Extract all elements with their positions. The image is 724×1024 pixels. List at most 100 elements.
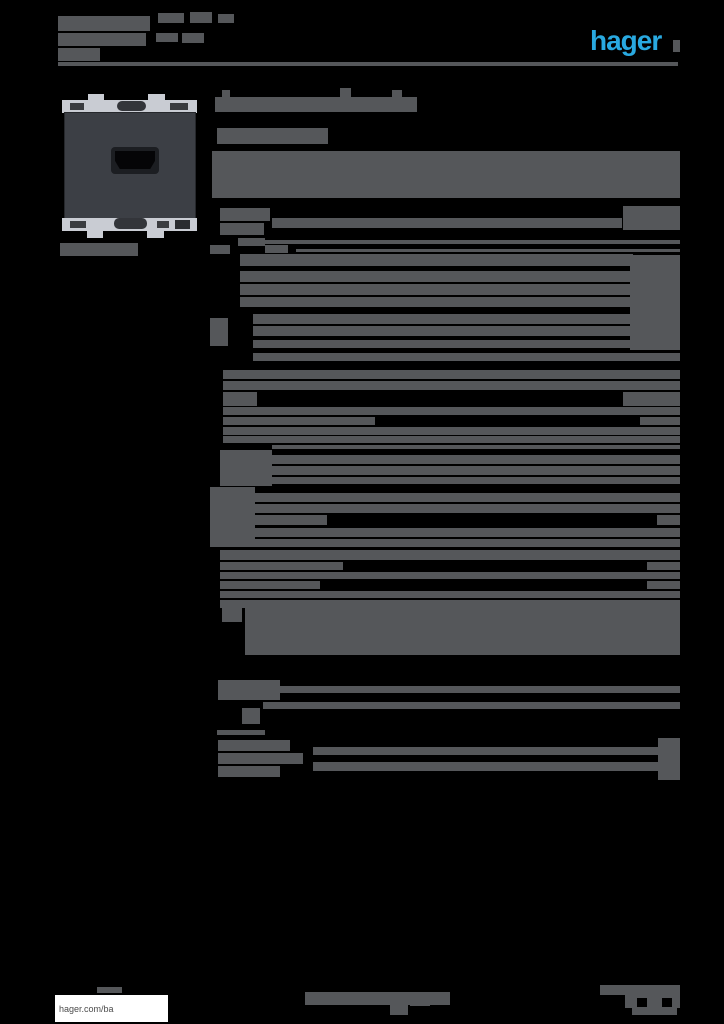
redacted-text-bar	[662, 998, 672, 1007]
redacted-text-bar	[272, 477, 680, 484]
redacted-text-bar	[190, 12, 212, 23]
redacted-text-bar	[255, 515, 327, 525]
redacted-text-bar	[255, 504, 680, 513]
redacted-text-bar	[623, 206, 680, 230]
redacted-text-bar	[222, 90, 230, 98]
redacted-text-bar	[255, 528, 680, 537]
redacted-text-bar	[223, 392, 257, 406]
screw-slot-icon	[114, 218, 147, 229]
redacted-text-bar	[58, 16, 150, 31]
redacted-text-bar	[158, 13, 184, 23]
redacted-text-bar	[240, 254, 633, 266]
redacted-text-bar	[210, 487, 255, 547]
redacted-text-bar	[220, 581, 320, 589]
redacted-text-bar	[218, 14, 234, 23]
redacted-text-bar	[60, 243, 138, 256]
redacted-text-bar	[600, 985, 625, 995]
redacted-text-bar	[215, 97, 417, 112]
redacted-text-bar	[272, 218, 622, 228]
redacted-text-bar	[647, 581, 680, 589]
redacted-text-bar	[218, 766, 280, 777]
redacted-text-bar	[265, 245, 288, 253]
mounting-tab-icon	[147, 231, 164, 238]
redacted-text-bar	[296, 249, 680, 252]
header-divider-line	[58, 62, 678, 66]
logo-trademark-mark	[673, 40, 680, 52]
redacted-text-bar	[218, 680, 280, 700]
redacted-text-bar	[217, 128, 328, 144]
redacted-text-bar	[305, 992, 450, 1005]
redacted-text-bar	[632, 1008, 677, 1015]
redacted-text-bar	[58, 33, 146, 46]
redacted-text-bar	[218, 740, 290, 751]
hdmi-port-icon	[115, 151, 155, 169]
footer-link-box: hager.com/ba	[55, 995, 168, 1022]
redacted-text-bar	[658, 738, 680, 780]
redacted-text-bar	[220, 591, 680, 598]
redacted-text-bar	[223, 370, 680, 379]
redacted-text-bar	[272, 466, 680, 475]
redacted-text-bar	[253, 340, 633, 348]
hager-logo: hager	[590, 25, 662, 56]
redacted-text-bar	[272, 455, 680, 464]
redacted-text-bar	[410, 1002, 430, 1006]
redacted-text-bar	[220, 572, 680, 579]
mounting-tab-icon	[88, 94, 104, 101]
redacted-text-bar	[223, 407, 680, 415]
redacted-text-bar	[340, 88, 351, 98]
redacted-text-bar	[392, 90, 402, 98]
screw-slot-icon	[117, 101, 146, 111]
redacted-text-bar	[657, 515, 680, 525]
redacted-text-bar	[218, 753, 303, 764]
redacted-text-bar	[223, 436, 680, 443]
redacted-text-bar	[265, 240, 680, 244]
redacted-text-bar	[637, 998, 647, 1007]
redacted-text-bar	[223, 427, 680, 435]
footer-website-link[interactable]: hager.com/ba	[59, 1003, 114, 1014]
product-photo-hdmi-socket	[60, 88, 200, 238]
redacted-text-bar	[623, 392, 680, 406]
redacted-text-bar	[220, 550, 680, 560]
redacted-text-bar	[263, 686, 680, 693]
mounting-tab-icon	[87, 231, 103, 238]
mounting-tab-icon	[148, 94, 165, 101]
redacted-text-bar	[222, 602, 242, 622]
redacted-text-bar	[272, 445, 680, 449]
mounting-claw-icon	[175, 220, 190, 229]
redacted-text-bar	[263, 702, 680, 709]
redacted-text-bar	[210, 318, 228, 346]
redacted-text-bar	[240, 297, 633, 307]
mounting-claw-icon	[70, 103, 84, 110]
redacted-text-bar	[156, 33, 178, 42]
redacted-text-bar	[58, 48, 100, 61]
redacted-text-bar	[390, 1005, 408, 1015]
mounting-claw-icon	[70, 221, 86, 228]
redacted-text-bar	[223, 417, 375, 425]
redacted-text-bar	[313, 762, 658, 771]
redacted-text-bar	[220, 450, 272, 486]
redacted-text-bar	[255, 493, 680, 502]
redacted-text-bar	[245, 600, 680, 655]
redacted-text-bar	[97, 987, 122, 993]
redacted-text-bar	[253, 326, 633, 336]
redacted-text-bar	[240, 284, 633, 295]
redacted-text-bar	[242, 708, 260, 724]
redacted-text-bar	[630, 255, 680, 350]
redacted-text-bar	[240, 271, 633, 282]
redacted-text-bar	[210, 245, 230, 254]
redacted-text-bar	[313, 747, 658, 755]
redacted-text-bar	[255, 539, 680, 547]
redacted-text-bar	[238, 238, 265, 246]
redacted-text-bar	[220, 562, 343, 570]
redacted-text-bar	[217, 730, 265, 735]
mounting-claw-icon	[170, 103, 188, 110]
mounting-claw-icon	[157, 221, 169, 228]
redacted-text-bar	[647, 562, 680, 570]
redacted-text-bar	[220, 223, 264, 235]
redacted-text-bar	[253, 314, 633, 324]
redacted-text-bar	[640, 417, 680, 425]
redacted-text-bar	[220, 208, 270, 221]
redacted-text-bar	[212, 151, 680, 198]
redacted-text-bar	[182, 33, 204, 43]
